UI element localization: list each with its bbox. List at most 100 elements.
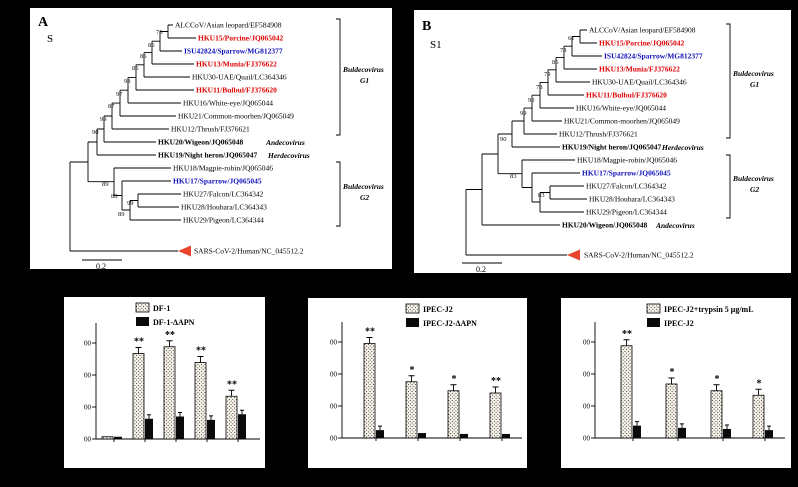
error-bar [366, 337, 373, 344]
outgroup-label: SARS-CoV-2/Human/NC_045512.2 [194, 247, 304, 256]
bar-stippled [363, 343, 376, 439]
group-annotations: Buldecovirus G1 Andecovirus Herdecovirus… [265, 18, 384, 227]
taxon-label: HKU13/Munia/FJ376622 [599, 65, 680, 74]
taxon-label: ISU42824/Sparrow/MG812377 [604, 52, 703, 61]
legend: IPEC-J2+trypsin 5 μg/mL IPEC-J2 [646, 303, 754, 328]
bootstrap-value: 86 [132, 65, 139, 72]
y-tick-label: 00 [84, 404, 92, 412]
taxon-label: HKU19/Night heron/JQ065047 [158, 151, 257, 160]
taxon-label: HKU15/Porcine/JQ065042 [599, 39, 685, 48]
bootstrap-value: 88 [111, 193, 118, 200]
bar-stippled [225, 395, 238, 440]
y-tick-label: 00 [84, 436, 92, 444]
bar-stippled [405, 381, 418, 439]
scale-bar-label: 0.2 [96, 262, 106, 269]
taxon-label: HKU28/Houbara/LC364343 [589, 195, 675, 204]
taxon-label: HKU18/Magpie-robin/JQ065046 [577, 156, 677, 165]
legend-swatch-stippled [646, 303, 661, 314]
group-label-g1-sub: G1 [360, 76, 369, 85]
bar-stippled [620, 345, 633, 439]
taxon-label: HKU11/Bulbul/FJ376620 [586, 91, 667, 100]
error-bar [680, 423, 684, 428]
y-tick-label: 00 [330, 371, 338, 379]
significance-marker: ** [165, 330, 175, 341]
group-annotations: Buldecovirus G1 Herdecovirus Buldecoviru… [655, 23, 774, 230]
panel-a-tree-svg: A S ALCCoV/Asian leopard/EF584908 HKU15/… [38, 15, 384, 269]
error-bar [147, 414, 151, 419]
significance-marker: ** [491, 376, 501, 387]
bar-solid [460, 433, 468, 438]
error-bar [623, 339, 630, 346]
legend-label: IPEC-J2-ΔAPN [423, 319, 477, 328]
bootstrap-value: 90 [92, 129, 99, 136]
group-bracket-g2 [336, 161, 341, 227]
scale-bar: 0.2 [462, 262, 502, 273]
error-bar [197, 356, 204, 363]
bar-solid [418, 433, 426, 438]
taxon-label: HKU16/White-eye/JQ065044 [576, 104, 666, 113]
group-label-herdecovirus: Herdecovirus [267, 151, 310, 160]
taxon-label: HKU12/Thrush/FJ376621 [171, 125, 250, 134]
significance-marker: * [452, 374, 457, 385]
legend-label: IPEC-J2 [423, 305, 453, 314]
significance-marker: ** [134, 337, 144, 348]
error-bar [492, 386, 499, 393]
panel-b-gene-label: S1 [430, 39, 442, 51]
bar-solid [633, 425, 641, 438]
taxon-label: HKU30-UAE/Quail/LC364346 [192, 73, 287, 82]
taxon-label: HKU16/White-eye/JQ065044 [183, 99, 273, 108]
error-bar [228, 389, 235, 397]
panel-a-letter: A [38, 15, 49, 30]
legend-swatch-stippled [135, 302, 150, 313]
group-bracket-g2 [726, 154, 731, 219]
error-bar [378, 425, 382, 431]
taxon-label: HKU17/Sparrow/JQ065045 [173, 177, 262, 186]
legend: IPEC-J2 IPEC-J2-ΔAPN [405, 303, 477, 328]
panel-a-gene-label: S [47, 33, 53, 45]
bar-solid [765, 430, 773, 438]
bootstrap-value: 76 [156, 29, 163, 36]
error-bar [209, 415, 213, 420]
bootstrap-value: 83 [510, 173, 517, 180]
significance-marker: * [715, 374, 720, 385]
significance-marker: ** [622, 329, 632, 340]
group-label-g2-sub: G2 [750, 185, 759, 194]
bar-stippled [447, 390, 460, 439]
y-tick-label: 00 [583, 435, 591, 443]
error-bar [767, 425, 771, 431]
taxon-label: HKU21/Common-moorhen/JQ065049 [564, 117, 680, 126]
legend-label: DF-1 [153, 304, 170, 313]
legend-label: DF-1-ΔAPN [153, 318, 195, 327]
bootstrap-value: 89 [118, 211, 125, 218]
y-tick-label: 00 [330, 403, 338, 411]
legend-label: IPEC-J2 [664, 319, 694, 328]
outgroup-triangle-icon [567, 249, 580, 261]
bootstrap-value: 99 [127, 200, 134, 207]
group-label-g2: Buldecovirus [342, 182, 384, 191]
bar-stippled [132, 353, 145, 440]
taxon-label: HKU29/Pigeon/LC364344 [586, 208, 667, 217]
bar-solid [502, 433, 510, 438]
error-bar [725, 424, 729, 429]
bar-stippled [710, 390, 723, 439]
error-bar [635, 421, 639, 426]
bootstrap-value: 90 [500, 136, 507, 143]
bootstrap-value: 97 [116, 91, 123, 98]
taxon-label: ALCCoV/Asian leopard/EF584908 [589, 26, 696, 35]
bootstrap-value: 86 [148, 42, 155, 49]
group-label-andecovirus: Andecovirus [655, 221, 695, 230]
panel-a: A S ALCCoV/Asian leopard/EF584908 HKU15/… [30, 8, 392, 269]
taxon-label: HKU28/Houbara/LC364343 [181, 203, 267, 212]
legend-swatch-solid [136, 317, 149, 326]
taxon-label: HKU27/Falcon/LC364342 [183, 190, 264, 199]
legend-label: IPEC-J2+trypsin 5 μg/mL [664, 305, 754, 314]
taxon-label: HKU12/Thrush/FJ376621 [559, 130, 638, 139]
bootstrap-value: 99 [100, 116, 107, 123]
group-label-andecovirus: Andecovirus [265, 138, 305, 147]
y-tick-label: 00 [330, 339, 338, 347]
